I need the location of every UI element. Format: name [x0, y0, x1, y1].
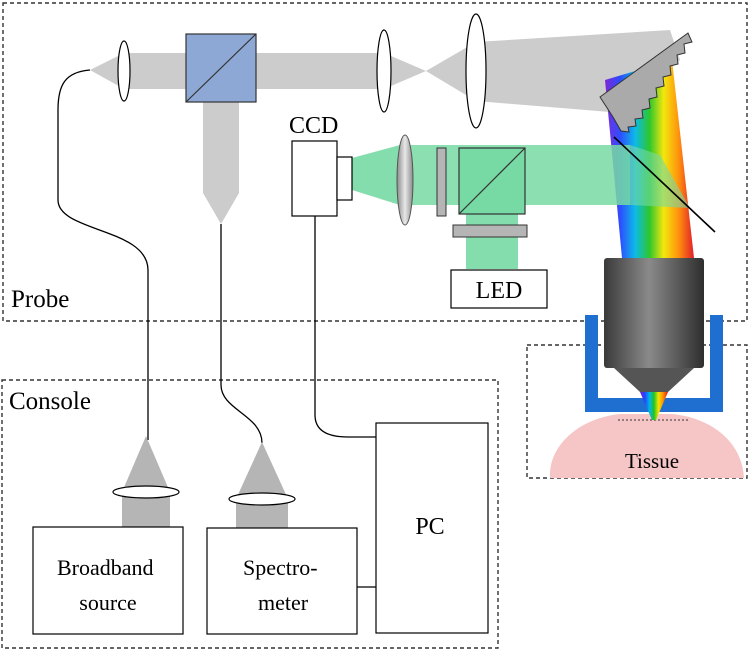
focused-spectrum: [640, 392, 668, 420]
ccd-lens-mount: [336, 156, 353, 201]
sample-holder: [585, 315, 723, 412]
beam-splitter-diagonal: [185, 33, 257, 103]
led-beam-dichroic: [630, 145, 690, 208]
beam-expand-cone: [426, 42, 476, 101]
broadband-source-label-line2: source: [79, 590, 136, 615]
lens-icon: [376, 29, 392, 113]
beam-focus-cone-left: [384, 53, 426, 89]
probe-region-box: [2, 2, 748, 322]
pc-box: [375, 422, 489, 634]
optical-fiber-icon: [57, 69, 149, 440]
imaging-lens-icon: [396, 134, 414, 226]
grating-icon: [599, 32, 693, 133]
objective-icon: [604, 258, 704, 368]
ccd-camera: [291, 140, 338, 217]
led-label: LED: [476, 278, 523, 304]
ccd-cable: [314, 216, 376, 438]
lens-icon: [112, 485, 180, 499]
console-label: Console: [9, 388, 91, 415]
broadband-source-label-line1: Broadband: [57, 555, 154, 580]
spectrometer-label: Spectro- meter: [243, 555, 323, 615]
led-box: [450, 269, 548, 309]
spectrometer-collimator-cone: [236, 442, 288, 499]
probe-label: Probe: [11, 286, 69, 313]
lens-icon: [117, 40, 131, 102]
pc-label: PC: [415, 514, 444, 540]
detection-beam: [203, 89, 239, 193]
filter-plate: [436, 147, 447, 217]
broadband-source-box: [32, 526, 184, 635]
broadband-source-label: Broadband source: [57, 555, 159, 615]
detection-beam-cone: [203, 193, 239, 224]
lens-icon: [465, 13, 487, 129]
optical-fiber-icon: [220, 224, 263, 444]
objective-nose: [614, 368, 694, 392]
spectrometer-label-line2: meter: [258, 590, 309, 615]
source-collimator-cone: [122, 436, 170, 492]
tissue-label: Tissue: [625, 449, 679, 473]
spectrometer-box: [206, 527, 358, 635]
led-beam-cone: [352, 145, 400, 205]
spectrometer-label-line1: Spectro-: [243, 555, 318, 580]
console-region-box: [1, 379, 499, 649]
dichroic-mirror: [613, 136, 716, 233]
tissue-sample: [549, 414, 744, 478]
led-filter-plate: [452, 224, 528, 238]
green-splitter-diagonal: [458, 147, 526, 215]
lens-icon: [228, 492, 296, 506]
illumination-beam-cone: [90, 53, 124, 89]
ccd-label: CCD: [289, 113, 338, 139]
